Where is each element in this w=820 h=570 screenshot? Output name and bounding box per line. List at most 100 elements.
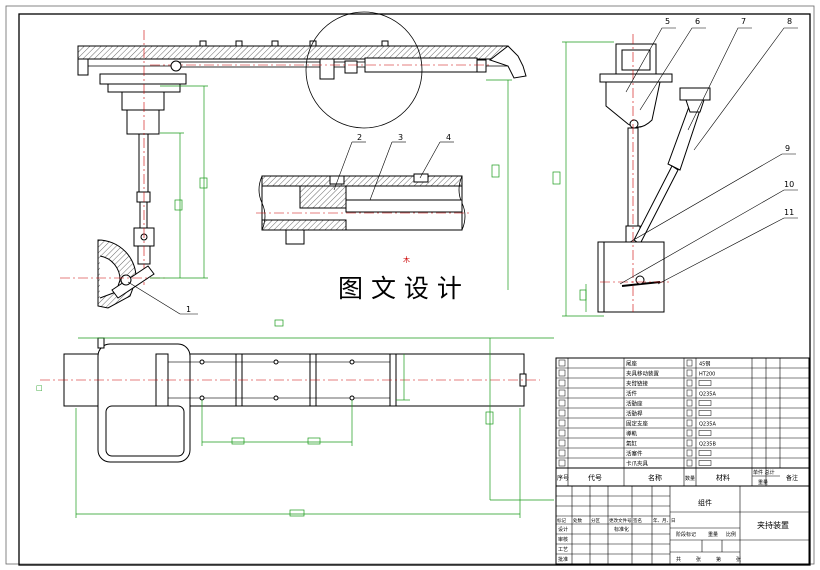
bom-header-weight: 单件 总计: [753, 469, 775, 476]
side-base-plate: [603, 241, 665, 313]
top-centerline-mark: □: [36, 384, 43, 392]
top-bolt: [199, 395, 205, 401]
bom-row-material-box: [698, 400, 712, 406]
part-label: 组件: [698, 498, 712, 507]
side-clamp-knob: [635, 275, 645, 285]
rev-labels-item: 标记: [557, 517, 566, 524]
bom-grid: [567, 358, 781, 486]
top-bolt: [349, 395, 355, 401]
callout-8: 8: [787, 17, 792, 26]
section-rod: [345, 199, 463, 213]
title-block: 组件 夹持装置 标记处数分区更改文件号签名年、月、日 设计审核工艺批准 标准化 …: [555, 485, 810, 565]
beam-right-end: [488, 45, 527, 79]
bom-header-code: 代号: [588, 473, 602, 482]
callout-7: 7: [741, 17, 746, 26]
bom-row-index-box: [558, 459, 566, 467]
front-dimensions: [150, 79, 512, 290]
section-detail: 2 3 4 木: [256, 133, 470, 264]
bom-header-index: 序号: [557, 474, 569, 482]
bom-row-index-box: [558, 429, 566, 437]
bom-row-name: 卡爪夾具: [626, 460, 649, 468]
bom-row-index-box: [558, 419, 566, 427]
rod-nut: [136, 191, 151, 203]
bom-header-weight-sub: 重量: [758, 479, 768, 486]
clamp-lever: [111, 265, 155, 299]
top-motor-inner: [105, 405, 185, 457]
bom-row-qty-box: [686, 459, 693, 467]
stage-labels: 阶段标记重量比例: [676, 531, 736, 538]
pivot-pin: [170, 60, 182, 72]
rev-labels-item: 分区: [591, 517, 600, 524]
std-label: 标准化: [614, 526, 629, 533]
bom-row-name: 尾座: [626, 360, 638, 368]
drawing-name: 夹持装置: [757, 520, 789, 530]
bom-row-index-box: [558, 359, 566, 367]
side-cylinder-clevis: [685, 99, 705, 113]
sheet-labels-item: 张: [696, 556, 701, 563]
section-key: [329, 175, 345, 185]
callout-11: 11: [784, 208, 794, 217]
side-bracket-inner: [621, 49, 651, 71]
revision-labels: 标记处数分区更改文件号签名年、月、日: [557, 517, 676, 524]
bom-row-name: 夹臂链接: [626, 380, 649, 388]
bom-header-material: 材料: [716, 473, 730, 482]
sheet-labels-item: 第: [716, 556, 721, 563]
beam-left-lug: [77, 58, 89, 76]
bom-row-name: 活動座: [626, 400, 643, 408]
cylinder-cap: [476, 59, 487, 73]
callout-9: 9: [785, 144, 790, 153]
bom-row-qty-box: [686, 379, 693, 387]
bom-row-qty-box: [686, 359, 693, 367]
piston-rod: [179, 61, 366, 68]
bom-row-index-box: [558, 409, 566, 417]
top-motor-cap: [97, 337, 105, 349]
top-dimensions: [75, 319, 554, 518]
top-view: □: [36, 319, 554, 518]
bom-row-qty-box: [686, 389, 693, 397]
leader-1: [127, 281, 181, 315]
hanger-sleeve: [126, 109, 160, 135]
bom-row-material-box: [698, 380, 712, 386]
bom-row-material: 45钢: [699, 361, 710, 368]
bom-row-name: 活塞件: [626, 450, 643, 458]
callout-1: 1: [186, 305, 191, 314]
side-cylinder: [667, 103, 701, 171]
side-dimensions: [552, 41, 614, 317]
bom-row-material: Q235B: [699, 442, 716, 448]
rod-lower: [139, 201, 148, 229]
leader-3: [369, 141, 393, 201]
signature-label: 工艺: [558, 547, 568, 553]
stage-labels-item: 阶段标记: [676, 531, 696, 538]
top-bolt: [199, 359, 205, 365]
section-wall-top: [261, 175, 463, 187]
section-tab: [285, 229, 305, 245]
rev-labels-item: 年、月、日: [653, 517, 676, 524]
title-frame: [555, 485, 810, 565]
rod-coupler: [319, 58, 335, 80]
bolt-head: [199, 40, 207, 47]
bom-row-material: Q235A: [699, 392, 716, 398]
bolt-head: [235, 40, 243, 47]
bom-row-index-box: [558, 369, 566, 377]
bom-row-qty-box: [686, 409, 693, 417]
rev-labels-item: 处数: [573, 517, 582, 524]
top-bolt: [273, 395, 279, 401]
bom-row-index-box: [558, 399, 566, 407]
bom-row-material: HT200: [699, 372, 715, 378]
side-cylinder-rod: [633, 165, 679, 245]
stage-labels-item: 比例: [726, 531, 736, 538]
section-wall-bottom: [261, 219, 347, 231]
bolt-head: [309, 40, 317, 47]
rev-labels-item: 更改文件号: [609, 517, 632, 524]
callout-10: 10: [784, 180, 794, 189]
inner-border: [18, 13, 811, 566]
side-leaders: [619, 27, 798, 285]
bom-header-qty: 数量: [685, 475, 695, 482]
bom-header-name: 名称: [648, 473, 662, 482]
side-base-plate-edge: [597, 241, 605, 313]
callout-5: 5: [665, 17, 670, 26]
signature-label: 审核: [558, 536, 568, 543]
watermark: 图 文 设 计: [338, 274, 462, 303]
